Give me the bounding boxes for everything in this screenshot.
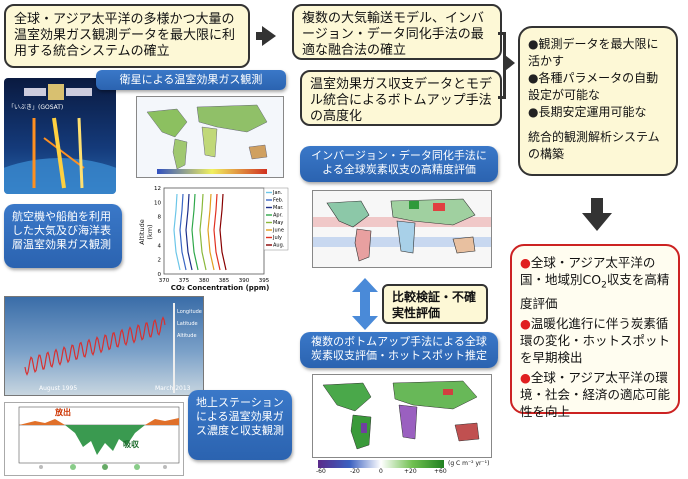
system-item-3: 長期安定運用可能な bbox=[538, 105, 647, 119]
profile-legend-label: July bbox=[272, 235, 282, 241]
profile-xtick: 390 bbox=[239, 278, 250, 284]
profile-legend-label: Apr. bbox=[273, 213, 283, 219]
profile-legend-label: Mar. bbox=[273, 205, 284, 211]
profile-xtick: 380 bbox=[199, 278, 210, 284]
satellite-label: 衛星による温室効果ガス観測 bbox=[96, 70, 286, 90]
profile-ylabel: Altitude (km) bbox=[138, 219, 154, 245]
inversion-label: インバージョン・データ同化手法による全球炭素収支の高精度評価 bbox=[300, 146, 498, 182]
station-tower bbox=[173, 303, 175, 393]
system-footer: 統合的観測解析システムの構築 bbox=[528, 130, 660, 161]
arrow-right-icon bbox=[505, 55, 515, 71]
fusion-method-box: 複数の大気輸送モデル、インバージョン・データ同化手法の最適な融合法の確立 bbox=[292, 4, 502, 60]
profile-legend-label: Feb. bbox=[273, 198, 284, 204]
map-legend-tick-3: 0 bbox=[379, 468, 383, 475]
profile-xtick: 370 bbox=[159, 278, 170, 284]
ts-series-line bbox=[24, 316, 166, 376]
bottomup-map bbox=[312, 374, 492, 458]
profile-xtick: 395 bbox=[259, 278, 270, 284]
profile-legend-label: Jan. bbox=[272, 190, 283, 196]
profile-series-line bbox=[213, 193, 221, 271]
profile-series-line bbox=[173, 193, 181, 271]
profile-series-line bbox=[191, 193, 199, 271]
profile-legend-label: June bbox=[272, 228, 284, 234]
ts-side-label-3: Altitude bbox=[177, 333, 197, 339]
map-legend-tick-4: +20 bbox=[404, 468, 417, 475]
map-legend-bar bbox=[318, 460, 444, 468]
profile-series-line bbox=[219, 193, 227, 271]
satellite-caption: 「いぶき」(GOSAT) bbox=[8, 104, 64, 111]
profile-ytick: 0 bbox=[158, 272, 162, 278]
bottomup-label: 複数のボトムアップ手法による全球炭素収支評価・ホットスポット推定 bbox=[300, 332, 498, 368]
goal-box: 全球・アジア太平洋の多様かつ大量の温室効果ガス観測データを最大限に利用する統合シ… bbox=[4, 4, 250, 68]
result-item-3: 全球・アジア太平洋の環境・社会・経済の適応可能性を向上 bbox=[520, 369, 671, 419]
arrow-down-icon bbox=[582, 198, 612, 232]
arrow-stem bbox=[256, 32, 264, 40]
ts-label-right: March 2013 bbox=[155, 385, 191, 392]
map-legend-tick-5: +60 bbox=[434, 468, 447, 475]
profile-legend-box bbox=[263, 187, 289, 251]
result-item-1: 全球・アジア太平洋の国・地域別CO2収支を高精度評価 bbox=[520, 255, 670, 311]
ts-side-label-2: Latitude bbox=[177, 321, 198, 327]
result-item-2: 温暖化進行に伴う炭素循環の変化・ホットスポットを早期検出 bbox=[520, 315, 671, 365]
profile-legend-label: Aug. bbox=[273, 243, 285, 249]
system-item-1: 観測データを最大限に活かす bbox=[528, 37, 659, 68]
ts-label-left: August 1995 bbox=[39, 385, 78, 392]
profile-ytick: 6 bbox=[158, 229, 162, 235]
profile-ytick: 10 bbox=[154, 200, 161, 206]
ts-side-label-1: Longitude bbox=[177, 309, 202, 315]
profile-xlabel: CO₂ Concentration (ppm) bbox=[170, 284, 270, 292]
profile-legend-label: May bbox=[273, 220, 283, 226]
profile-ytick: 4 bbox=[158, 243, 162, 249]
bracket-bottom bbox=[498, 96, 506, 99]
flux-absorb-label: 吸収 bbox=[123, 440, 139, 449]
profile-ytick: 12 bbox=[154, 186, 161, 192]
satellite-image: 「いぶき」(GOSAT) bbox=[4, 78, 116, 194]
profile-series-line bbox=[207, 193, 215, 271]
satellite-map bbox=[136, 96, 284, 178]
profile-ytick: 2 bbox=[158, 258, 162, 264]
profile-ytick: 8 bbox=[158, 215, 162, 221]
bottomup-advance-box: 温室効果ガス収支データとモデル統合によるボトムアップ手法の高度化 bbox=[300, 70, 502, 126]
flux-emit-label: 放出 bbox=[55, 408, 71, 417]
station-timeseries-chart: August 1995 March 2013 Longitude Latitud… bbox=[4, 296, 204, 396]
map-legend-unit: (g C m⁻² yr⁻¹) bbox=[448, 460, 490, 467]
compare-arrow-icon bbox=[352, 278, 378, 330]
bottomup-advance-text: 温室効果ガス収支データとモデル統合によるボトムアップ手法の高度化 bbox=[310, 77, 493, 124]
profile-xtick: 375 bbox=[179, 278, 190, 284]
compare-box: 比較検証・不確実性評価 bbox=[382, 284, 488, 324]
bracket-line bbox=[503, 32, 506, 98]
arrow-right-icon bbox=[262, 26, 276, 46]
system-box: ●観測データを最大限に活かす ●各種パラメータの自動設定が可能な ●長期安定運用… bbox=[518, 26, 678, 176]
map-legend-tick-2: -20 bbox=[350, 468, 360, 475]
system-item-2: 各種パラメータの自動設定が可能な bbox=[528, 71, 659, 102]
ground-station-label: 地上ステーションによる温室効果ガス濃度と収支観測 bbox=[188, 390, 292, 460]
goal-text: 全球・アジア太平洋の多様かつ大量の温室効果ガス観測データを最大限に利用する統合シ… bbox=[14, 12, 236, 59]
profile-series-line bbox=[179, 193, 187, 271]
fusion-method-text: 複数の大気輸送モデル、インバージョン・データ同化手法の最適な融合法の確立 bbox=[302, 11, 485, 58]
profile-series-line bbox=[199, 193, 207, 271]
result-box: ●全球・アジア太平洋の国・地域別CO2収支を高精度評価 ●温暖化進行に伴う炭素循… bbox=[510, 244, 680, 419]
inversion-map bbox=[312, 190, 492, 268]
bracket-top bbox=[498, 32, 506, 35]
profile-xtick: 385 bbox=[219, 278, 230, 284]
aircraft-label: 航空機や船舶を利用した大気及び海洋表層温室効果ガス観測 bbox=[4, 204, 122, 268]
profile-series-line bbox=[185, 193, 193, 271]
map-legend-tick-1: -60 bbox=[316, 468, 326, 475]
station-flux-chart: 放出 吸収 bbox=[4, 402, 184, 476]
